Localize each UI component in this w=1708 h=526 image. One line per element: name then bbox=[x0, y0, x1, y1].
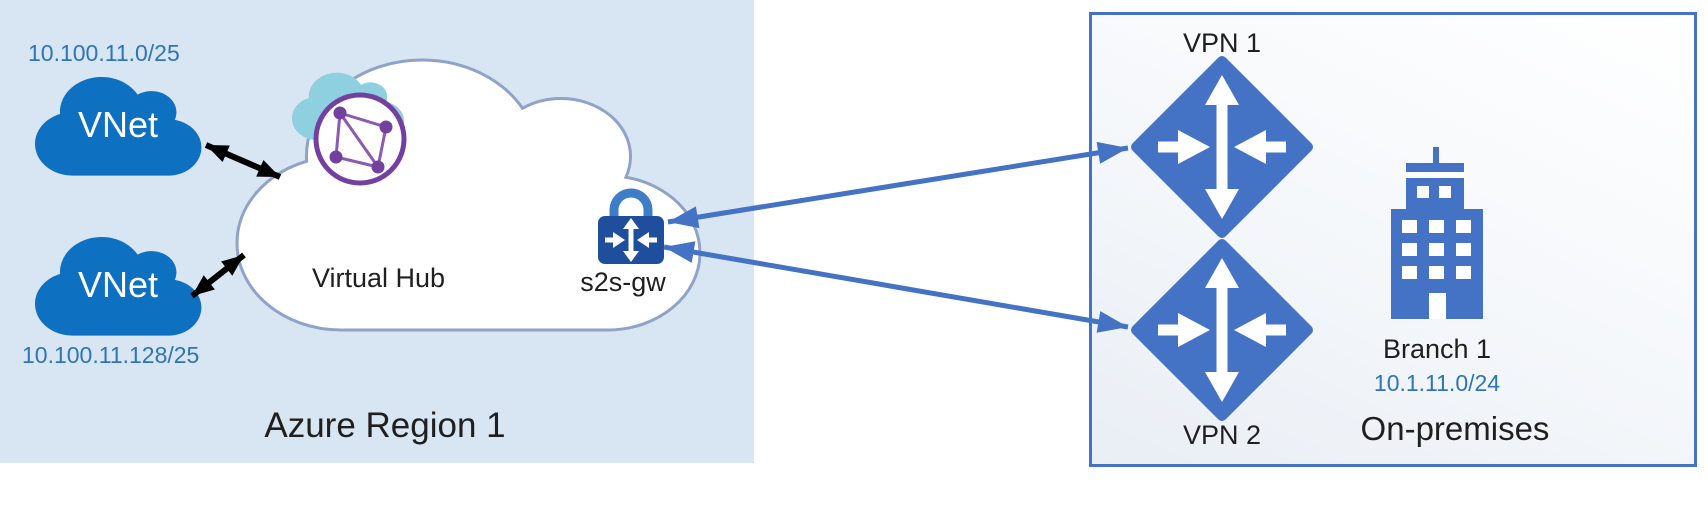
gateway-vpn2-connector bbox=[663, 241, 1129, 333]
branch-label: Branch 1 bbox=[1382, 334, 1492, 364]
virtual-hub-label: Virtual Hub bbox=[312, 263, 446, 293]
virtual-network-icon bbox=[292, 72, 407, 186]
s2s-gateway-label: s2s-gw bbox=[580, 267, 666, 297]
branch-building-icon bbox=[1391, 147, 1483, 319]
vnet2-hub-connector bbox=[190, 252, 246, 299]
vpn2-label: VPN 2 bbox=[1182, 420, 1262, 450]
s2s-gateway-lock-icon bbox=[598, 188, 664, 264]
azure-region-label: Azure Region 1 bbox=[264, 406, 506, 445]
gateway-vpn1-connector bbox=[667, 141, 1129, 229]
vnet2-cidr-label: 10.100.11.128/25 bbox=[22, 342, 200, 368]
vnet1-cidr-label: 10.100.11.0/25 bbox=[28, 40, 180, 66]
vnet1-hub-connector bbox=[204, 142, 282, 180]
vpn1-gateway-icon bbox=[1136, 61, 1308, 233]
onprem-label: On-premises bbox=[1360, 410, 1550, 447]
vpn1-label: VPN 1 bbox=[1182, 28, 1262, 58]
vpn2-gateway-icon bbox=[1136, 244, 1308, 416]
branch-cidr-label: 10.1.11.0/24 bbox=[1373, 370, 1501, 396]
vnet2-label: VNet bbox=[77, 264, 159, 305]
vnet1-label: VNet bbox=[77, 104, 159, 145]
